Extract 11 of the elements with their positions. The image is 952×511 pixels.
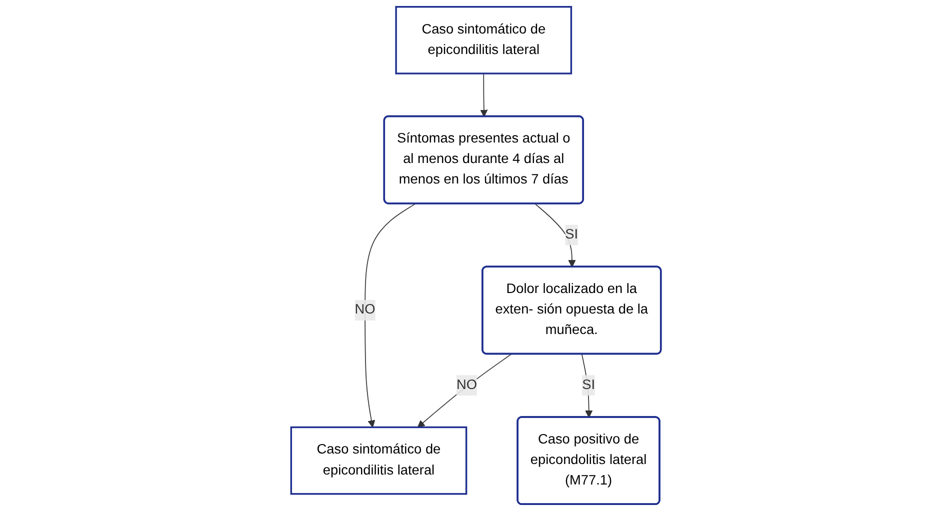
node-box [290,426,468,495]
edge-label: SI [582,378,595,392]
edge-label: NO [456,378,477,392]
arrow [534,203,576,268]
arrow [581,354,593,418]
arrow [364,203,416,428]
node-box [395,6,572,74]
arrow [480,73,488,117]
edge-label: NO [354,302,376,318]
edge-label: SI [565,227,578,242]
arrow [417,354,512,428]
